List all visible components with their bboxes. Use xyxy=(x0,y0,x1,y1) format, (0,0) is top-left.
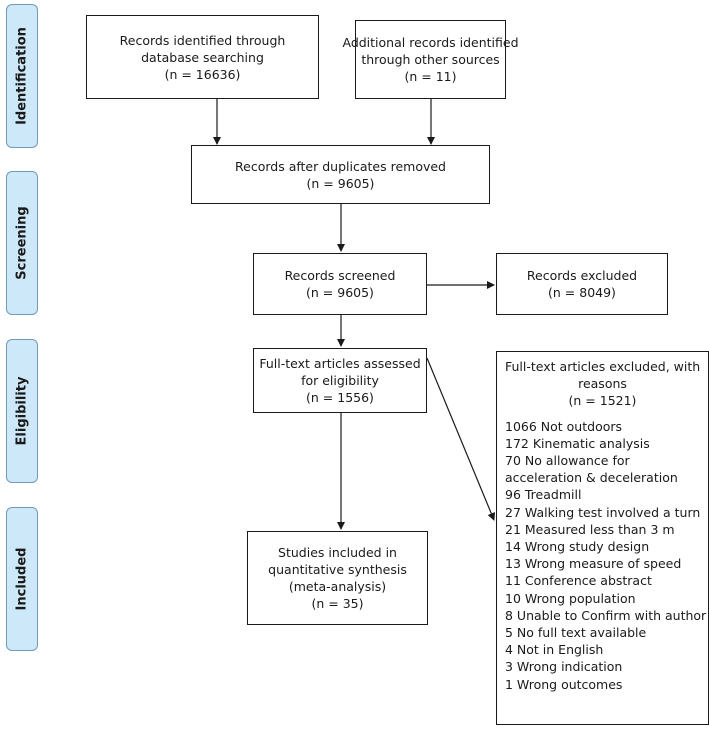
excluded-line1: Records excluded xyxy=(526,268,638,283)
reason-item: 4 Not in English xyxy=(505,642,604,658)
screened-line1: Records screened xyxy=(284,268,396,283)
reason-item: 5 No full text available xyxy=(505,625,647,641)
excluded-reasons-count: (n = 1521) xyxy=(568,393,637,409)
other-records-count: (n = 11) xyxy=(404,69,457,84)
box-records-excluded: Records excluded (n = 8049) xyxy=(496,253,668,315)
reason-item: 172 Kinematic analysis xyxy=(505,435,650,451)
phase-screening: Screening xyxy=(6,171,38,315)
full-text-count: (n = 1556) xyxy=(306,390,374,405)
phase-eligibility: Eligibility xyxy=(6,339,38,483)
included-line2: quantitative synthesis xyxy=(268,562,407,577)
db-records-count: (n = 16636) xyxy=(164,66,241,82)
full-text-line2: for eligibility xyxy=(301,373,379,388)
reason-item: 96 Treadmill xyxy=(505,487,582,503)
box-studies-included: Studies included in quantitative synthes… xyxy=(247,531,428,625)
excluded-reasons-line2: reasons xyxy=(578,376,627,392)
included-line3: (meta-analysis) xyxy=(288,579,387,594)
db-records-line2: database searching xyxy=(141,49,264,65)
included-count: (n = 35) xyxy=(311,596,364,611)
reason-item: 10 Wrong population xyxy=(505,590,636,606)
reason-item: 70 No allowance for xyxy=(505,453,630,469)
box-full-text-assessed: Full-text articles assessed for eligibil… xyxy=(253,348,427,413)
included-line1: Studies included in xyxy=(278,545,397,560)
box-records-screened: Records screened (n = 9605) xyxy=(253,253,427,315)
phase-included: Included xyxy=(6,507,38,651)
arrow-fulltext-to-excluded-reasons xyxy=(426,357,496,521)
phase-identification: Identification xyxy=(6,4,38,148)
screened-count: (n = 9605) xyxy=(306,285,374,300)
excluded-reasons-header: Full-text articles excluded, with reason… xyxy=(505,358,700,410)
db-records-line1: Records identified through xyxy=(119,32,286,48)
reason-item: acceleration & deceleration xyxy=(505,470,678,486)
reason-item: 21 Measured less than 3 m xyxy=(505,521,675,537)
after-duplicates-count: (n = 9605) xyxy=(306,175,375,191)
full-text-line1: Full-text articles assessed xyxy=(259,356,421,371)
excluded-count: (n = 8049) xyxy=(548,285,616,300)
after-duplicates-line1: Records after duplicates removed xyxy=(235,158,446,174)
reason-item: 14 Wrong study design xyxy=(505,539,650,555)
reason-item: 3 Wrong indication xyxy=(505,659,623,675)
box-database-records: Records identified through database sear… xyxy=(86,15,319,99)
other-records-line2: through other sources xyxy=(361,52,500,67)
reason-item: 8 Unable to Confirm with author xyxy=(505,607,707,623)
reason-item: 11 Conference abstract xyxy=(505,573,652,589)
excluded-reasons-line1: Full-text articles excluded, with xyxy=(505,359,701,374)
excluded-reasons-list: 1066 Not outdoors 172 Kinematic analysis… xyxy=(505,418,707,693)
reason-item: 1 Wrong outcomes xyxy=(505,676,623,692)
box-after-duplicates: Records after duplicates removed (n = 96… xyxy=(191,145,490,204)
reason-item: 27 Walking test involved a turn xyxy=(505,504,701,520)
reason-item: 13 Wrong measure of speed xyxy=(505,556,682,572)
box-other-records: Additional records identified through ot… xyxy=(342,20,519,99)
other-records-line1: Additional records identified xyxy=(342,35,519,50)
reason-item: 1066 Not outdoors xyxy=(505,418,623,434)
box-full-text-excluded: Full-text articles excluded, with reason… xyxy=(496,351,709,725)
